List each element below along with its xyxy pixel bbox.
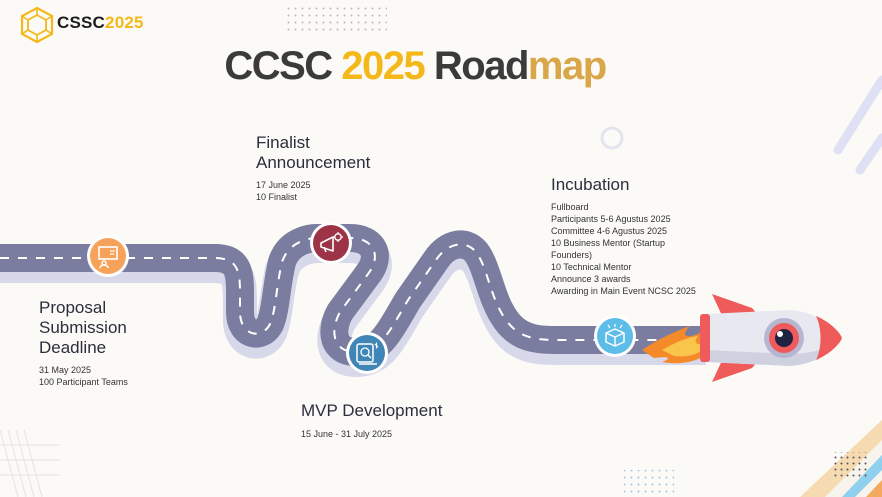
title-part-year: 2025 xyxy=(341,44,425,88)
top-dot-grid xyxy=(287,5,387,33)
milestone-line: Fullboard xyxy=(551,202,589,212)
milestone-line: Awarding in Main Event NCSC 2025 xyxy=(551,286,696,296)
milestone-date: 17 June 2025 xyxy=(256,180,311,190)
cssc-logo-icon xyxy=(20,6,54,44)
milestone-details: 17 June 2025 10 Finalist xyxy=(256,180,406,203)
bottom-left-lines xyxy=(0,429,60,497)
milestone-line: Announce 3 awards xyxy=(551,274,631,284)
milestone-details: 15 June - 31 July 2025 xyxy=(301,429,501,441)
milestone-note: 100 Participant Teams xyxy=(39,376,128,387)
milestone-date: 31 May 2025 xyxy=(39,365,92,375)
milestone-line: Founders) xyxy=(551,250,593,260)
bottom-right-stripes xyxy=(800,420,882,497)
rocket-icon xyxy=(642,294,842,382)
logo-text: CSSC2025 xyxy=(57,13,144,33)
top-right-strokes xyxy=(833,75,882,175)
logo-prefix: CSSC xyxy=(57,13,106,32)
box-icon xyxy=(594,315,636,357)
milestone-details: 31 May 2025 100 Participant Teams xyxy=(39,365,189,388)
title-part-map: map xyxy=(527,44,607,88)
milestone-date: 15 June - 31 July 2025 xyxy=(301,429,393,439)
title-part-ccsc: CCSC xyxy=(224,44,342,88)
milestone-note: 10 Finalist xyxy=(256,191,298,202)
milestone-incubation: Incubation Fullboard Participants 5-6 Ag… xyxy=(551,175,721,297)
milestone-line: 10 Technical Mentor xyxy=(551,262,632,272)
milestone-title: Finalist Announcement xyxy=(256,133,371,172)
milestone-line: Participants 5-6 Agustus 2025 xyxy=(551,214,671,224)
page-title: CCSC 2025 Roadmap xyxy=(0,44,830,89)
decor-ring xyxy=(600,126,624,150)
milestone-title: Incubation xyxy=(551,175,630,194)
milestone-finalist: Finalist Announcement 17 June 2025 10 Fi… xyxy=(256,133,406,203)
road-surface xyxy=(0,224,706,366)
milestone-line: 10 Business Mentor (Startup xyxy=(551,238,666,248)
presentation-icon xyxy=(87,235,129,277)
megaphone-icon xyxy=(310,222,352,264)
logo-year: 2025 xyxy=(105,13,144,32)
milestone-mvp: MVP Development 15 June - 31 July 2025 xyxy=(301,401,501,441)
milestone-proposal: Proposal Submission Deadline 31 May 2025… xyxy=(39,298,189,388)
milestone-title: MVP Development xyxy=(301,401,443,420)
milestone-title: Proposal Submission Deadline xyxy=(39,298,127,357)
blueprint-icon xyxy=(346,332,388,374)
milestone-line: Committee 4-6 Agustus 2025 xyxy=(551,226,668,236)
bottom-dot-grid xyxy=(624,470,674,497)
title-part-road: Road xyxy=(424,44,530,88)
milestone-details: Fullboard Participants 5-6 Agustus 2025 … xyxy=(551,201,721,297)
